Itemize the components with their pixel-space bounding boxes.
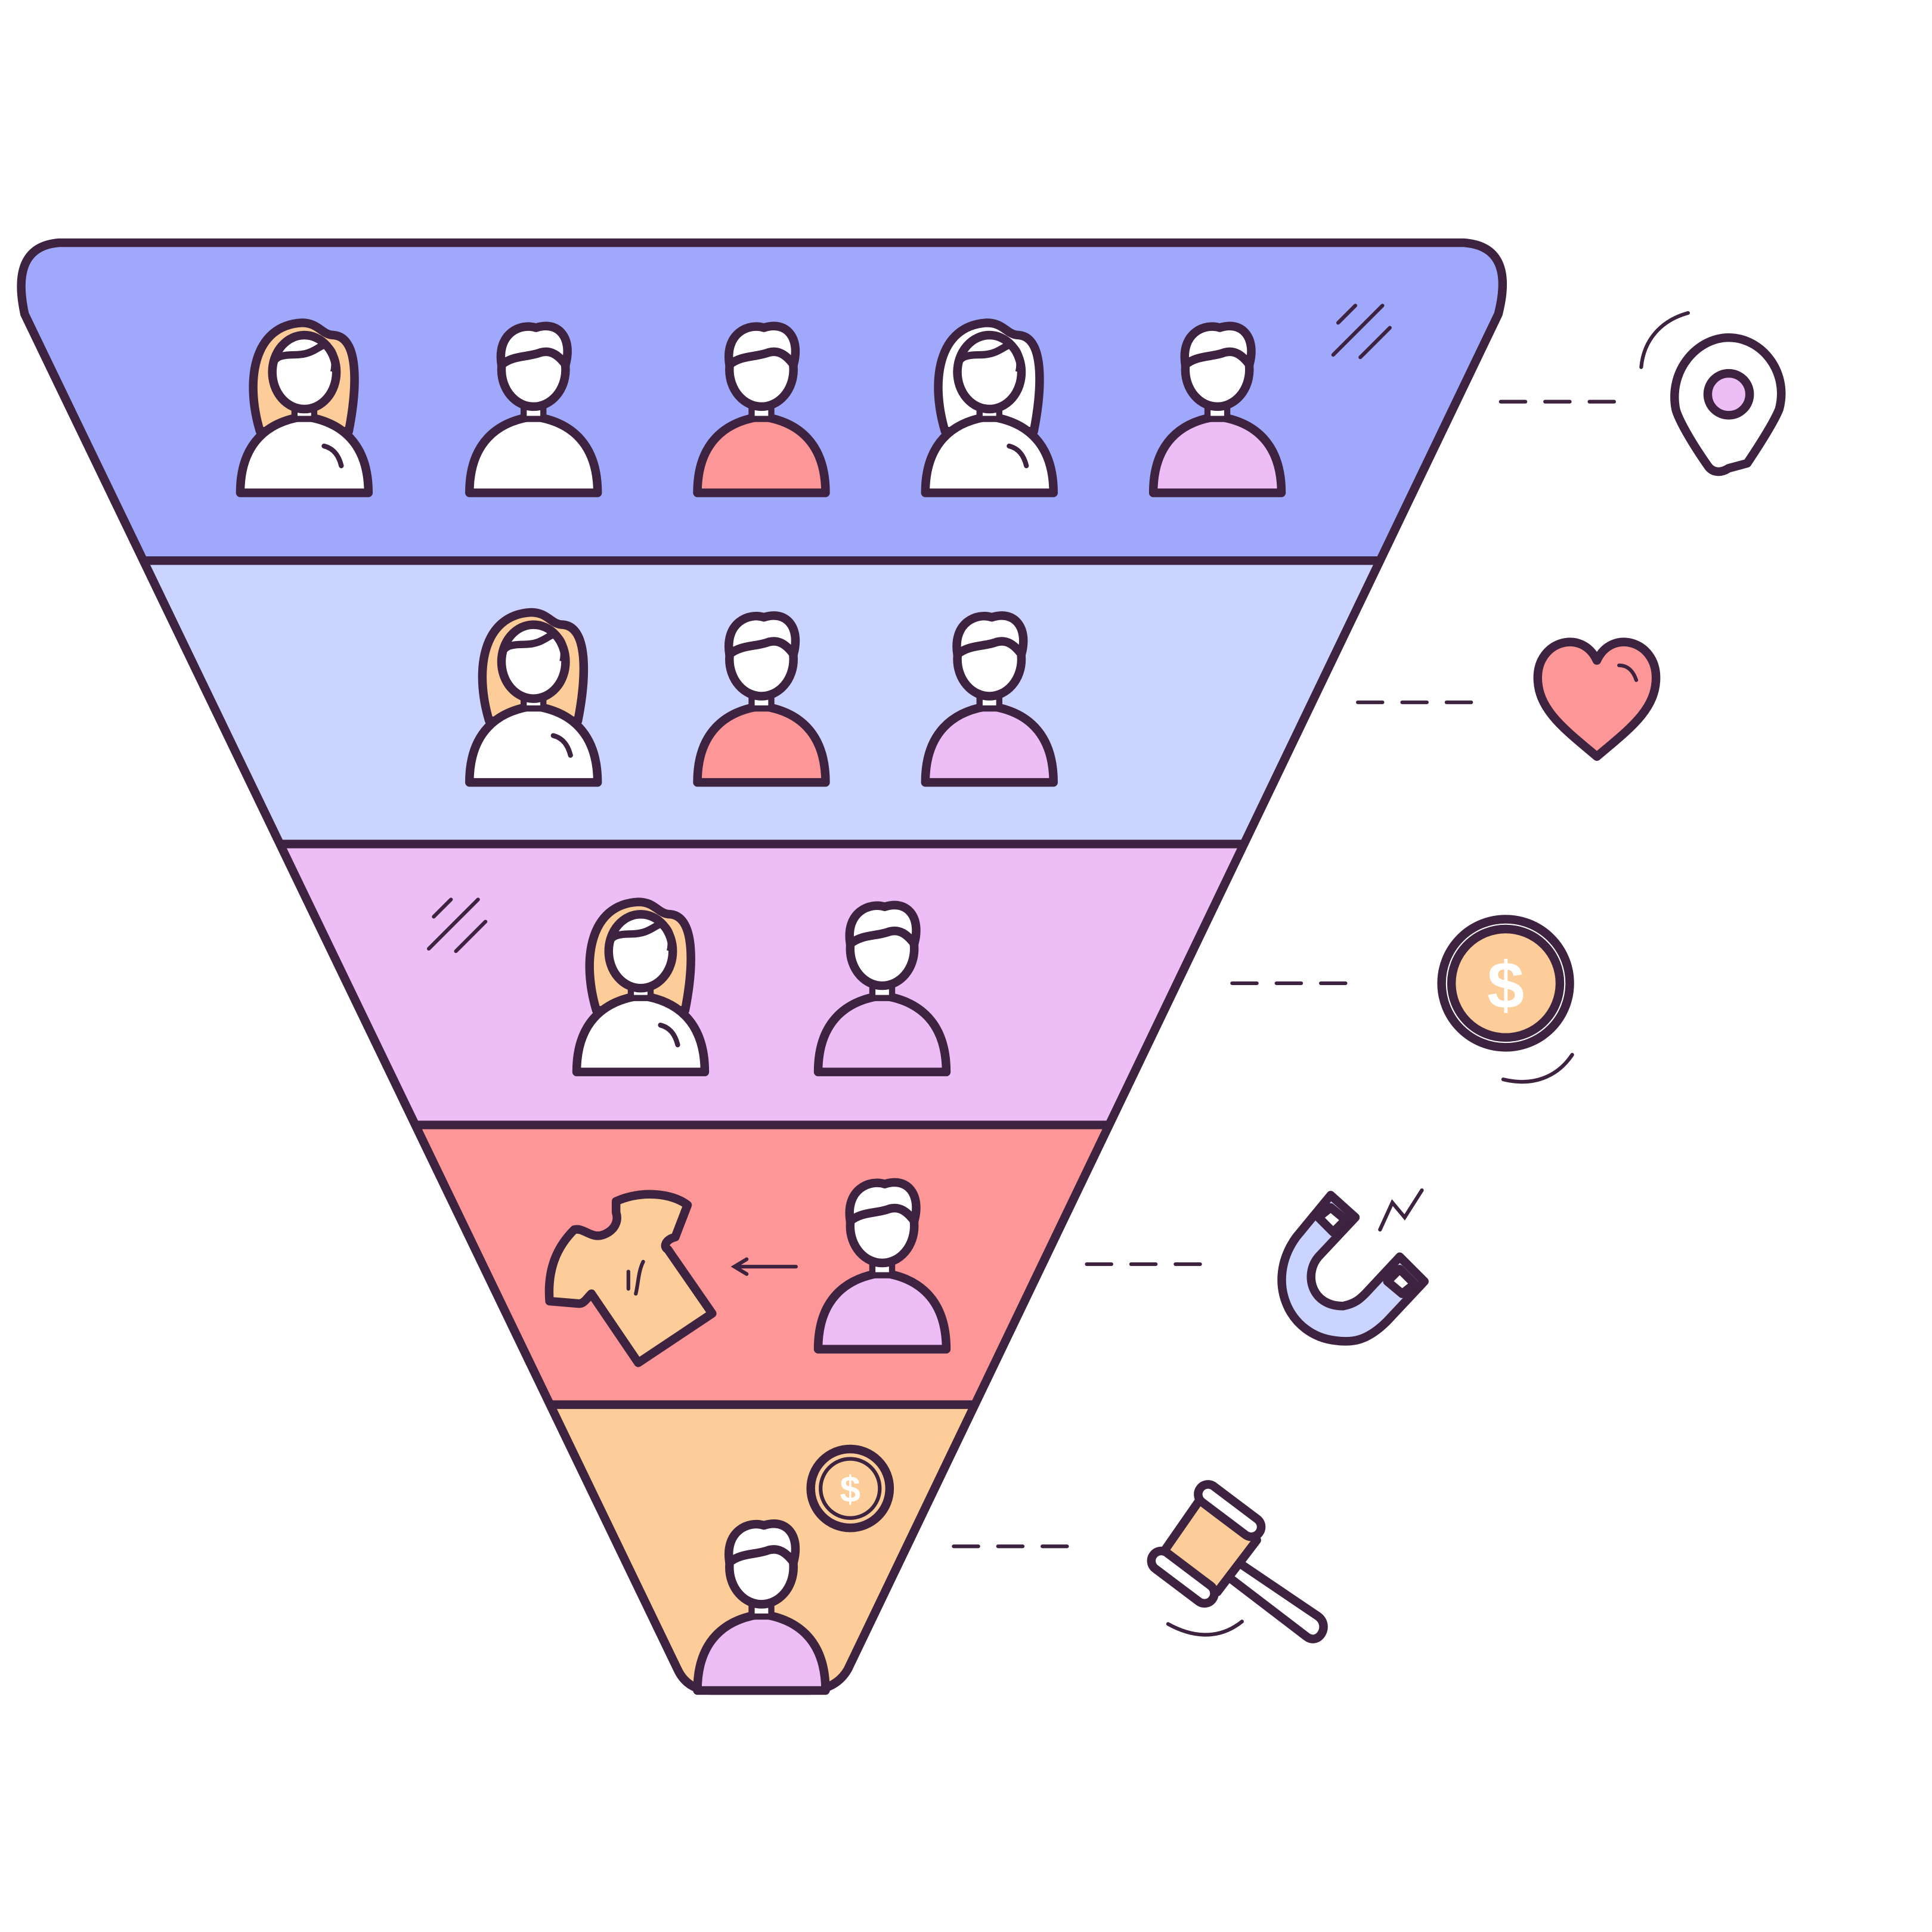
svg-text:$: $ [840, 1469, 860, 1510]
location-pin-icon [1639, 311, 1786, 476]
funnel-stage-3 [21, 844, 1503, 1125]
person-female-icon [240, 323, 369, 493]
heart-icon [1533, 637, 1661, 761]
funnel-stage-1 [21, 243, 1503, 561]
magnet-icon [1277, 1188, 1429, 1346]
connector-dashes [952, 400, 1631, 1549]
sparkle-lines-icon [426, 304, 1392, 953]
funnel-stage-4 [21, 1125, 1503, 1405]
dollar-coin-icon: $ [806, 1444, 894, 1532]
gavel-icon [1147, 1480, 1328, 1643]
person-female-icon [469, 612, 597, 782]
person-female-icon [925, 323, 1054, 493]
dollar-coin-icon: $ [1437, 915, 1574, 1084]
tshirt-icon [544, 1190, 717, 1367]
person-female-icon [577, 902, 705, 1072]
svg-text:$: $ [1487, 948, 1524, 1022]
arrow-left-icon [730, 1257, 798, 1276]
